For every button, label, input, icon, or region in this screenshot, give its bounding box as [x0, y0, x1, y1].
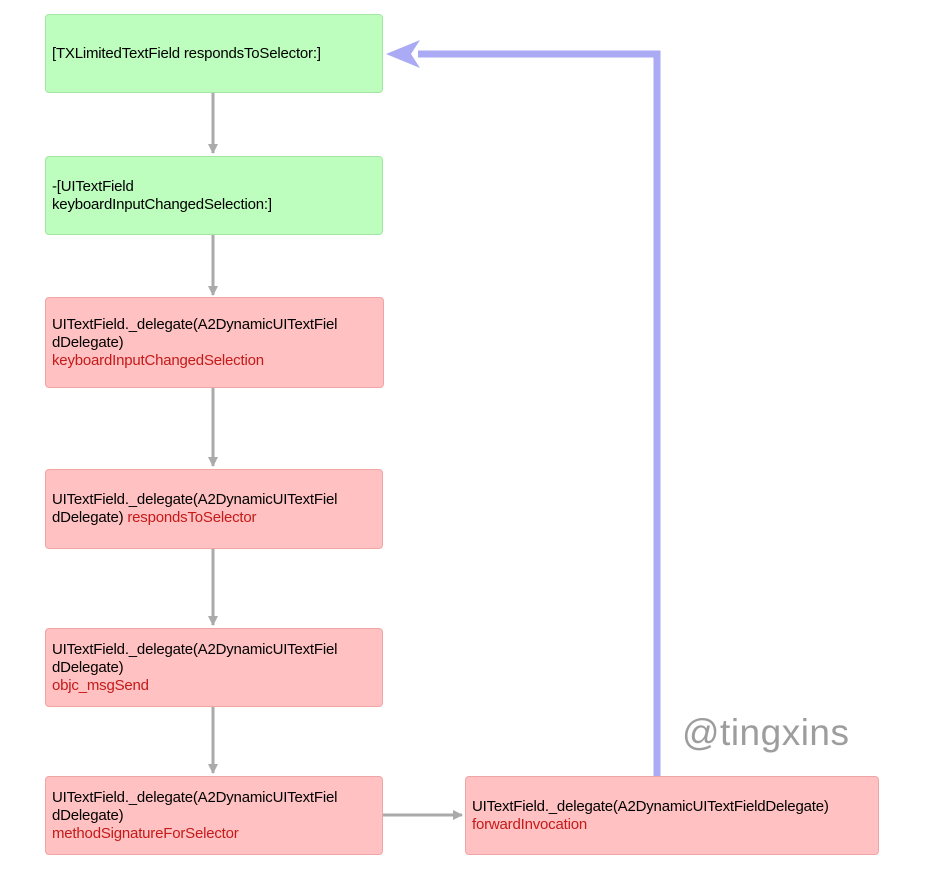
loop-arrow-head: [386, 40, 420, 68]
node-delegate-keyboardinputchangedselection: UITextField._delegate(A2DynamicUITextFie…: [45, 297, 384, 388]
node-delegate-respondstoselector: UITextField._delegate(A2DynamicUITextFie…: [45, 469, 383, 549]
node-text-line2: dDelegate): [52, 333, 124, 351]
node-text-line1: UITextField._delegate(A2DynamicUITextFie…: [52, 491, 338, 508]
node-text-line1: -[UITextField: [52, 177, 134, 195]
node-text-line1: UITextField._delegate(A2DynamicUITextFie…: [52, 788, 338, 806]
node-text-line2: dDelegate): [52, 509, 128, 526]
node-txlimitedtextfield-respondstoselector: [TXLimitedTextField respondsToSelector:]: [45, 14, 383, 93]
node-text-line1: UITextField._delegate(A2DynamicUITextFie…: [52, 315, 338, 333]
node-text-line2: dDelegate): [52, 658, 124, 676]
node-text-line2: dDelegate): [52, 806, 124, 824]
node-delegate-methodsignatureforselector: UITextField._delegate(A2DynamicUITextFie…: [45, 776, 383, 855]
node-selector: objc_msgSend: [52, 676, 149, 694]
node-text-line2-group: dDelegate) respondsToSelector: [52, 509, 376, 527]
node-text-line2: keyboardInputChangedSelection:]: [52, 195, 272, 213]
node-selector: forwardInvocation: [472, 815, 587, 833]
node-delegate-forwardinvocation: UITextField._delegate(A2DynamicUITextFie…: [465, 776, 879, 855]
node-text-line1: UITextField._delegate(A2DynamicUITextFie…: [52, 640, 338, 658]
node-selector: keyboardInputChangedSelection: [52, 351, 264, 369]
node-text-line1: UITextField._delegate(A2DynamicUITextFie…: [472, 797, 829, 815]
node-uitextfield-keyboardinputchangedselection: -[UITextField keyboardInputChangedSelect…: [45, 156, 383, 235]
node-selector: methodSignatureForSelector: [52, 824, 239, 842]
node-text: [TXLimitedTextField respondsToSelector:]: [52, 44, 321, 62]
watermark-text: @tingxins: [682, 712, 850, 753]
node-selector: respondsToSelector: [127, 509, 257, 526]
loop-arrow-line: [418, 50, 661, 778]
node-delegate-objc-msgsend: UITextField._delegate(A2DynamicUITextFie…: [45, 628, 383, 707]
